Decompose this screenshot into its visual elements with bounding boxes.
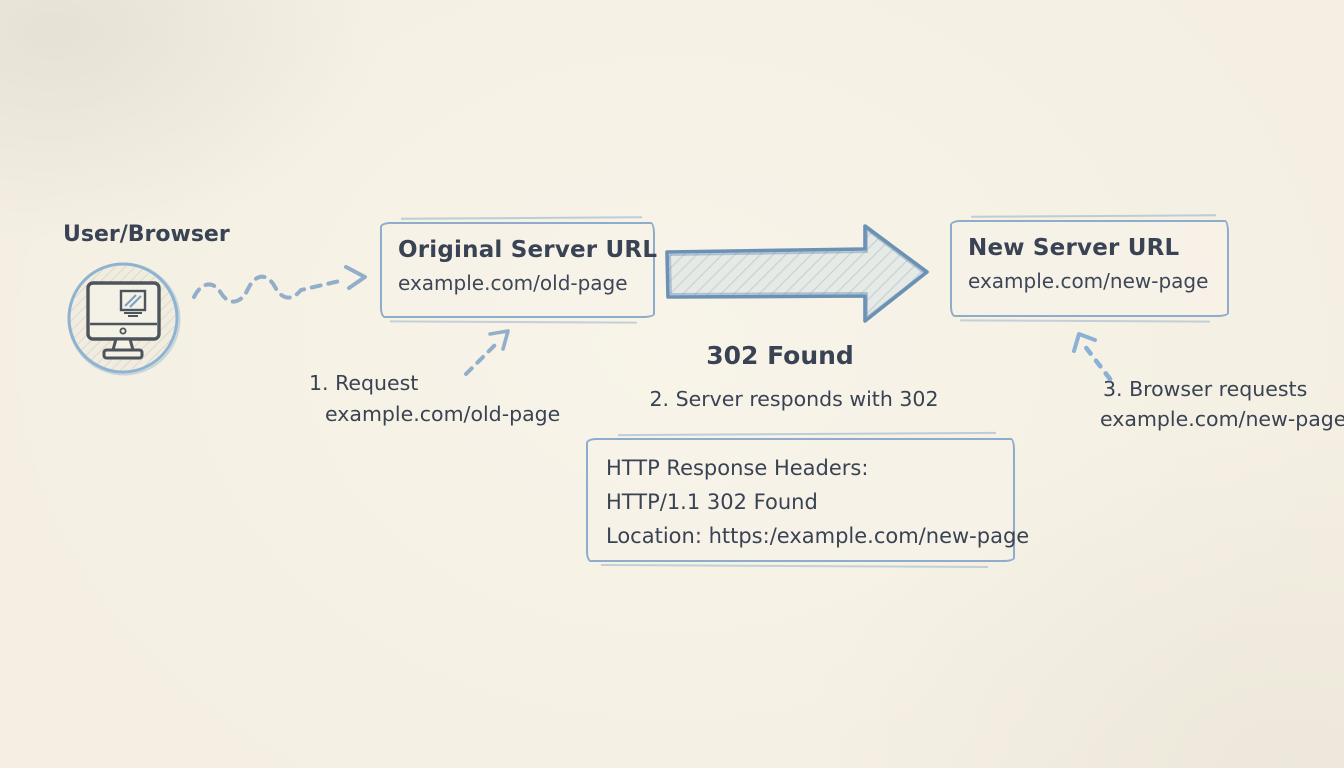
- step1-detail: example.com/old-page: [325, 402, 561, 426]
- new-server-box: New Server URL example.com/new-page: [950, 220, 1229, 317]
- headers-line-1: HTTP Response Headers:: [606, 456, 869, 480]
- step3-label: 3. Browser requests: [1103, 377, 1308, 401]
- step2-label: 2. Server responds with 302: [649, 387, 939, 411]
- new-server-title: New Server URL: [968, 235, 1180, 261]
- original-server-title: Original Server URL: [398, 237, 658, 263]
- headers-line-3: Location: https:/example.com/new-page: [606, 524, 1030, 548]
- original-server-box: Original Server URL example.com/old-page: [380, 222, 658, 318]
- step1-dashed-arrow-icon: [464, 329, 510, 376]
- redirect-block-arrow-icon: [665, 224, 929, 323]
- computer-monitor-icon: [67, 262, 181, 376]
- step3-detail: example.com/new-page: [1100, 407, 1344, 431]
- step1-label: 1. Request: [309, 371, 419, 395]
- headers-line-2: HTTP/1.1 302 Found: [606, 490, 818, 514]
- user-browser-label: User/Browser: [63, 222, 230, 247]
- wavy-request-arrow-icon: [192, 265, 367, 304]
- status-302-label: 302 Found: [706, 341, 854, 370]
- original-server-url: example.com/old-page: [398, 271, 628, 295]
- http-headers-box: HTTP Response Headers: HTTP/1.1 302 Foun…: [586, 438, 1030, 562]
- step3-dashed-arrow-icon: [1072, 332, 1113, 382]
- new-server-url: example.com/new-page: [968, 269, 1209, 293]
